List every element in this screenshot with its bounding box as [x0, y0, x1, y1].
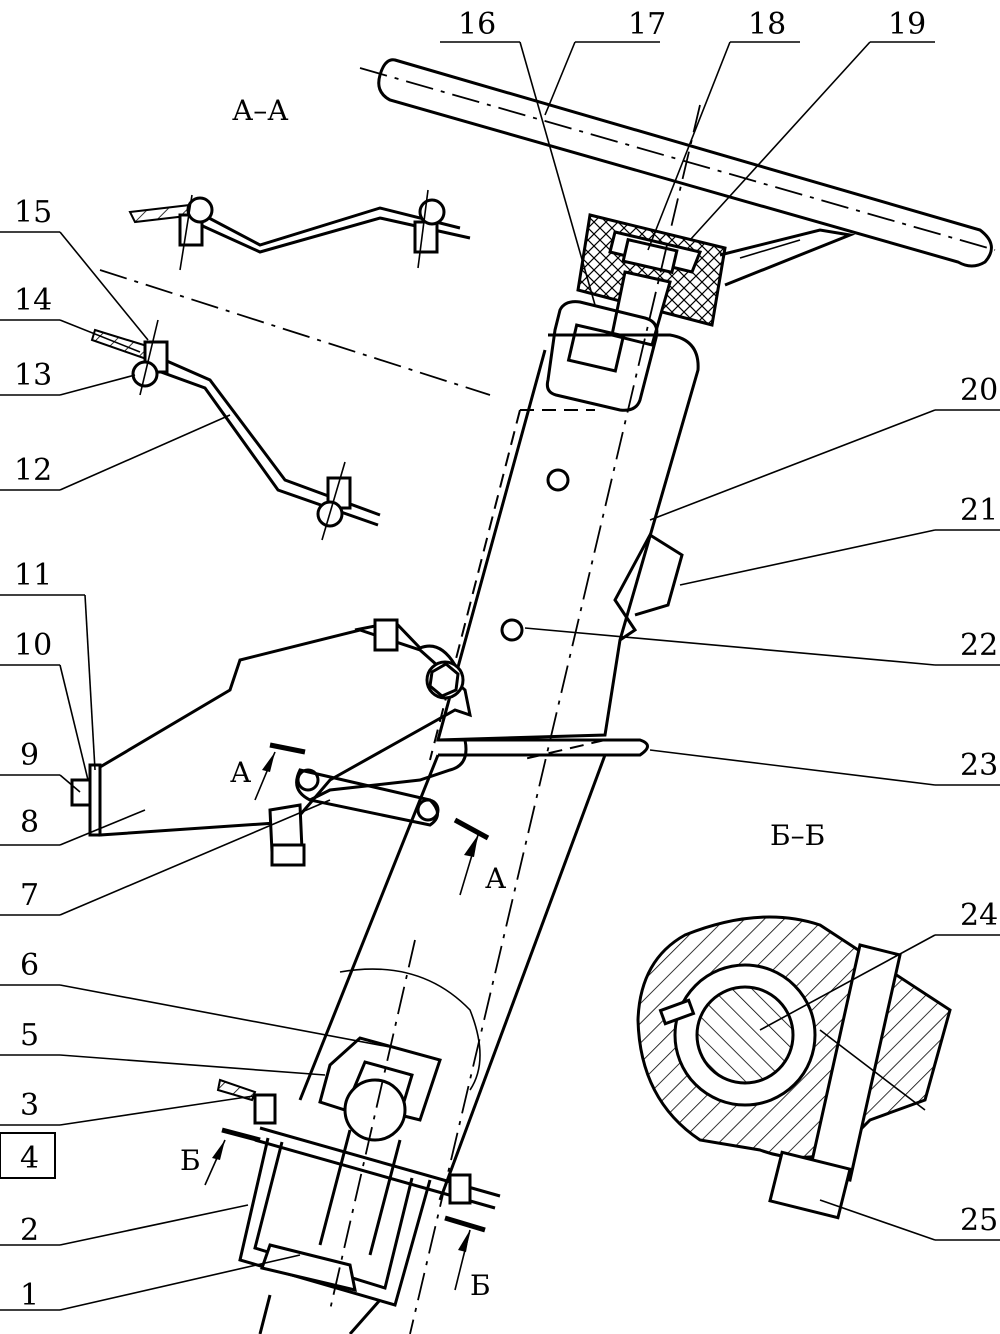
label-12: 12 — [14, 453, 52, 488]
label-21: 21 — [960, 493, 998, 528]
label-14: 14 — [14, 283, 52, 318]
cut-label-b-left: Б — [180, 1144, 201, 1177]
label-13: 13 — [14, 358, 52, 393]
section-title-aa: А–А — [232, 94, 288, 127]
label-16: 16 — [458, 7, 496, 42]
mounting-bracket — [70, 618, 472, 867]
label-22: 22 — [960, 628, 998, 663]
cut-marker-b: Б Б — [180, 1127, 491, 1302]
part-number-labels: 1 2 3 4 5 6 7 8 9 10 11 12 13 14 15 16 1… — [0, 7, 998, 1313]
cut-label-a-top: А — [230, 756, 251, 789]
label-1: 1 — [20, 1278, 39, 1313]
label-23: 23 — [960, 748, 998, 783]
steering-wheel-rim — [359, 58, 996, 287]
label-8: 8 — [20, 805, 39, 840]
section-bb-view — [636, 915, 952, 1220]
section-aa-view — [90, 189, 491, 541]
cut-label-b-right: Б — [470, 1269, 491, 1302]
cut-marker-a: А А — [230, 742, 506, 896]
steering-hub — [576, 213, 727, 347]
label-15: 15 — [14, 195, 52, 230]
steering-column — [298, 104, 701, 1334]
lower-joint — [216, 939, 501, 1334]
label-6: 6 — [20, 948, 39, 983]
label-17: 17 — [628, 7, 666, 42]
label-25: 25 — [960, 1203, 998, 1238]
label-24: 24 — [960, 898, 998, 933]
label-5: 5 — [20, 1018, 39, 1053]
label-3: 3 — [20, 1088, 39, 1123]
boxed-label-frame — [0, 1132, 56, 1179]
label-2: 2 — [20, 1213, 39, 1248]
label-18: 18 — [748, 7, 786, 42]
section-title-bb: Б–Б — [770, 819, 825, 852]
label-19: 19 — [888, 7, 926, 42]
label-20: 20 — [960, 373, 998, 408]
leader-lines — [0, 41, 1000, 1311]
label-9: 9 — [20, 738, 39, 773]
cut-label-a-bottom: А — [485, 862, 506, 895]
label-11: 11 — [14, 558, 52, 593]
label-4: 4 — [20, 1141, 39, 1176]
label-7: 7 — [20, 878, 39, 913]
label-10: 10 — [14, 628, 52, 663]
